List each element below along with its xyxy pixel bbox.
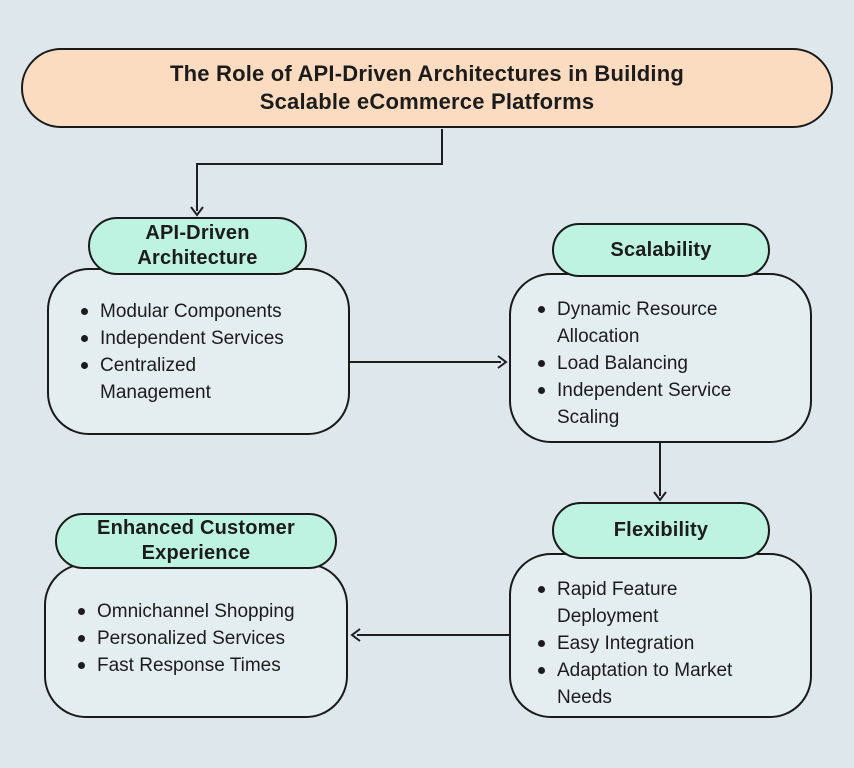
node-header-flexibility: Flexibility bbox=[552, 502, 770, 559]
title-line-1: The Role of API-Driven Architectures in … bbox=[169, 61, 685, 86]
node-body-scalability: Dynamic Resource Allocation Load Balanci… bbox=[509, 273, 812, 443]
node-header-enhanced-customer-experience: Enhanced Customer Experience bbox=[55, 513, 337, 569]
bullet-list: Omnichannel Shopping Personalized Servic… bbox=[46, 565, 346, 679]
list-item: Independent Service Scaling bbox=[538, 377, 800, 431]
bullet-list: Modular Components Independent Services … bbox=[49, 270, 348, 406]
list-item: Easy Integration bbox=[538, 630, 800, 657]
title-box: The Role of API-Driven Architectures in … bbox=[21, 48, 833, 128]
list-item: Rapid Feature Deployment bbox=[538, 576, 800, 630]
arrow-scalability-to-flexibility-head bbox=[653, 491, 667, 502]
list-item: Omnichannel Shopping bbox=[78, 598, 336, 625]
node-header-scalability: Scalability bbox=[552, 223, 770, 277]
list-item: Independent Services bbox=[81, 325, 336, 352]
node-body-api-driven-architecture: Modular Components Independent Services … bbox=[47, 268, 350, 435]
list-item: Personalized Services bbox=[78, 625, 336, 652]
bullet-list: Dynamic Resource Allocation Load Balanci… bbox=[511, 275, 810, 431]
list-item: Dynamic Resource Allocation bbox=[538, 296, 800, 350]
list-item: Fast Response Times bbox=[78, 652, 336, 679]
list-item: Adaptation to Market Needs bbox=[538, 657, 800, 711]
list-item: Centralized Management bbox=[81, 352, 336, 406]
node-body-enhanced-customer-experience: Omnichannel Shopping Personalized Servic… bbox=[44, 563, 348, 718]
list-item: Modular Components bbox=[81, 298, 336, 325]
node-body-flexibility: Rapid Feature Deployment Easy Integratio… bbox=[509, 553, 812, 718]
title-line-2: Scalable eCommerce Platforms bbox=[259, 89, 595, 114]
bullet-list: Rapid Feature Deployment Easy Integratio… bbox=[511, 555, 810, 711]
node-header-api-driven-architecture: API-Driven Architecture bbox=[88, 217, 307, 275]
arrow-title-to-api bbox=[196, 129, 443, 211]
arrow-api-to-scalability-head bbox=[497, 355, 508, 369]
list-item: Load Balancing bbox=[538, 350, 800, 377]
arrow-flexibility-to-ece-head bbox=[350, 628, 361, 642]
arrow-title-to-api-head bbox=[190, 206, 204, 217]
